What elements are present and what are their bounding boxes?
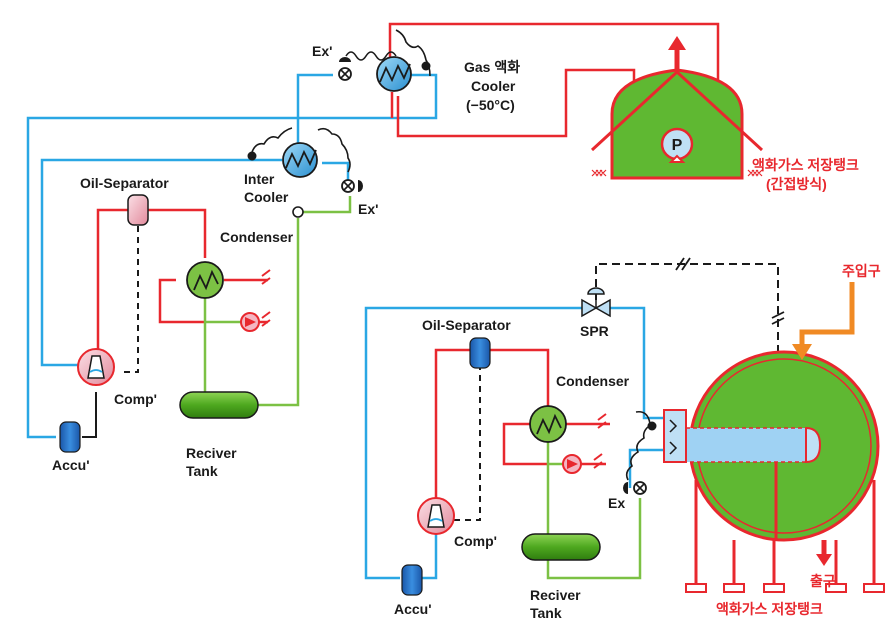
outlet-arrow-icon: [816, 540, 832, 566]
top-oil-separator-icon: [127, 194, 149, 226]
bottom-blue-lines: [364, 306, 664, 580]
top-ex-label: Ex': [312, 43, 332, 59]
inter-cooler-label: Cooler: [244, 189, 289, 205]
top-condenser-label: Condenser: [220, 229, 294, 245]
top-bulb-right: [421, 61, 431, 71]
bottom-ex-label: Ex: [608, 495, 625, 511]
top-oil-return: [120, 226, 139, 373]
top-green-lines: [203, 196, 352, 407]
bottom-red-lines: [434, 348, 610, 498]
top-condenser-icon: [186, 261, 224, 299]
indirect-storage-tank: [590, 36, 764, 180]
top-water-arrows: [261, 269, 271, 327]
top-accu-label: Accu': [52, 457, 90, 473]
pump-label: P: [672, 137, 683, 154]
mid-ex-valve-icon: [341, 179, 363, 193]
bottom-receiver-label: Reciver: [530, 587, 581, 603]
bottom-bulb: [647, 421, 657, 431]
bottom-accu-label: Accu': [394, 601, 432, 617]
bottom-system: SPR 주입구 Oil-Separator Condenser Ex Comp'…: [364, 257, 885, 621]
mid-ex-label: Ex': [358, 201, 378, 217]
spr-pilot-line: [595, 263, 779, 362]
top-blue-lines: [26, 73, 438, 439]
bottom-condenser-label: Condenser: [556, 373, 630, 389]
top-receiver-tank-icon: [179, 391, 259, 419]
inlet-arrow-icon: [792, 282, 855, 360]
pilot-break-marks: [675, 257, 785, 325]
top-storage-type-label: (간접방식): [766, 176, 827, 192]
gas-cooler-exchanger-icon: [376, 56, 412, 92]
top-oil-separator-label: Oil-Separator: [80, 175, 169, 191]
top-bulb-left: [247, 151, 257, 161]
bottom-oil-separator-label: Oil-Separator: [422, 317, 511, 333]
bottom-ex-valve-icon: [623, 481, 647, 495]
bottom-cooling-pump-icon: [562, 454, 582, 474]
tank-support-marks: [591, 169, 763, 177]
direct-storage-tank: [663, 350, 885, 593]
top-accumulator-icon: [59, 421, 81, 453]
bottom-oil-separator-icon: [469, 337, 491, 369]
top-system: P Ex' Gas 액화 Cooler (−50°C) Inter Cooler…: [26, 22, 859, 479]
top-comp-accu-line: [82, 392, 97, 438]
bottom-storage-tank-label: 액화가스 저장탱크: [716, 601, 823, 617]
gas-cooler-label: Gas 액화: [464, 59, 520, 75]
top-ex-valve-icon: [338, 57, 352, 81]
bottom-condenser-icon: [529, 405, 567, 443]
bottom-green-lines: [546, 442, 642, 580]
bottom-oil-return: [452, 364, 481, 521]
bottom-capillary-2: [635, 410, 651, 425]
top-red-lines: [96, 22, 720, 362]
storage-pump-icon: [660, 127, 694, 163]
inter-cooler-exchanger-icon: [282, 142, 318, 178]
top-storage-tank-label: 액화가스 저장탱크: [752, 157, 859, 173]
bottom-comp-label: Comp': [454, 533, 497, 549]
bottom-receiver-tank-label: Tank: [530, 605, 562, 621]
top-receiver-label: Reciver: [186, 445, 237, 461]
top-compressor-icon: [77, 348, 115, 386]
cooler-label: Cooler: [471, 78, 516, 94]
bottom-receiver-tank-icon: [521, 533, 601, 561]
top-receiver-tank-label: Tank: [186, 463, 218, 479]
bottom-water-arrows: [593, 413, 607, 469]
bottom-compressor-icon: [417, 497, 455, 535]
top-cooling-pump-icon: [240, 312, 260, 332]
top-comp-label: Comp': [114, 391, 157, 407]
outlet-label: 출구: [810, 573, 836, 589]
bottom-accumulator-icon: [401, 564, 423, 596]
spr-label: SPR: [580, 323, 609, 339]
cooler-temp-label: (−50°C): [466, 97, 515, 113]
top-capillaries: [251, 29, 431, 173]
bottom-capillary: [625, 423, 653, 481]
top-sight-glass-icon: [292, 206, 304, 218]
spr-valve-icon: [581, 287, 611, 318]
inlet-label: 주입구: [842, 263, 881, 279]
inter-label: Inter: [244, 171, 275, 187]
